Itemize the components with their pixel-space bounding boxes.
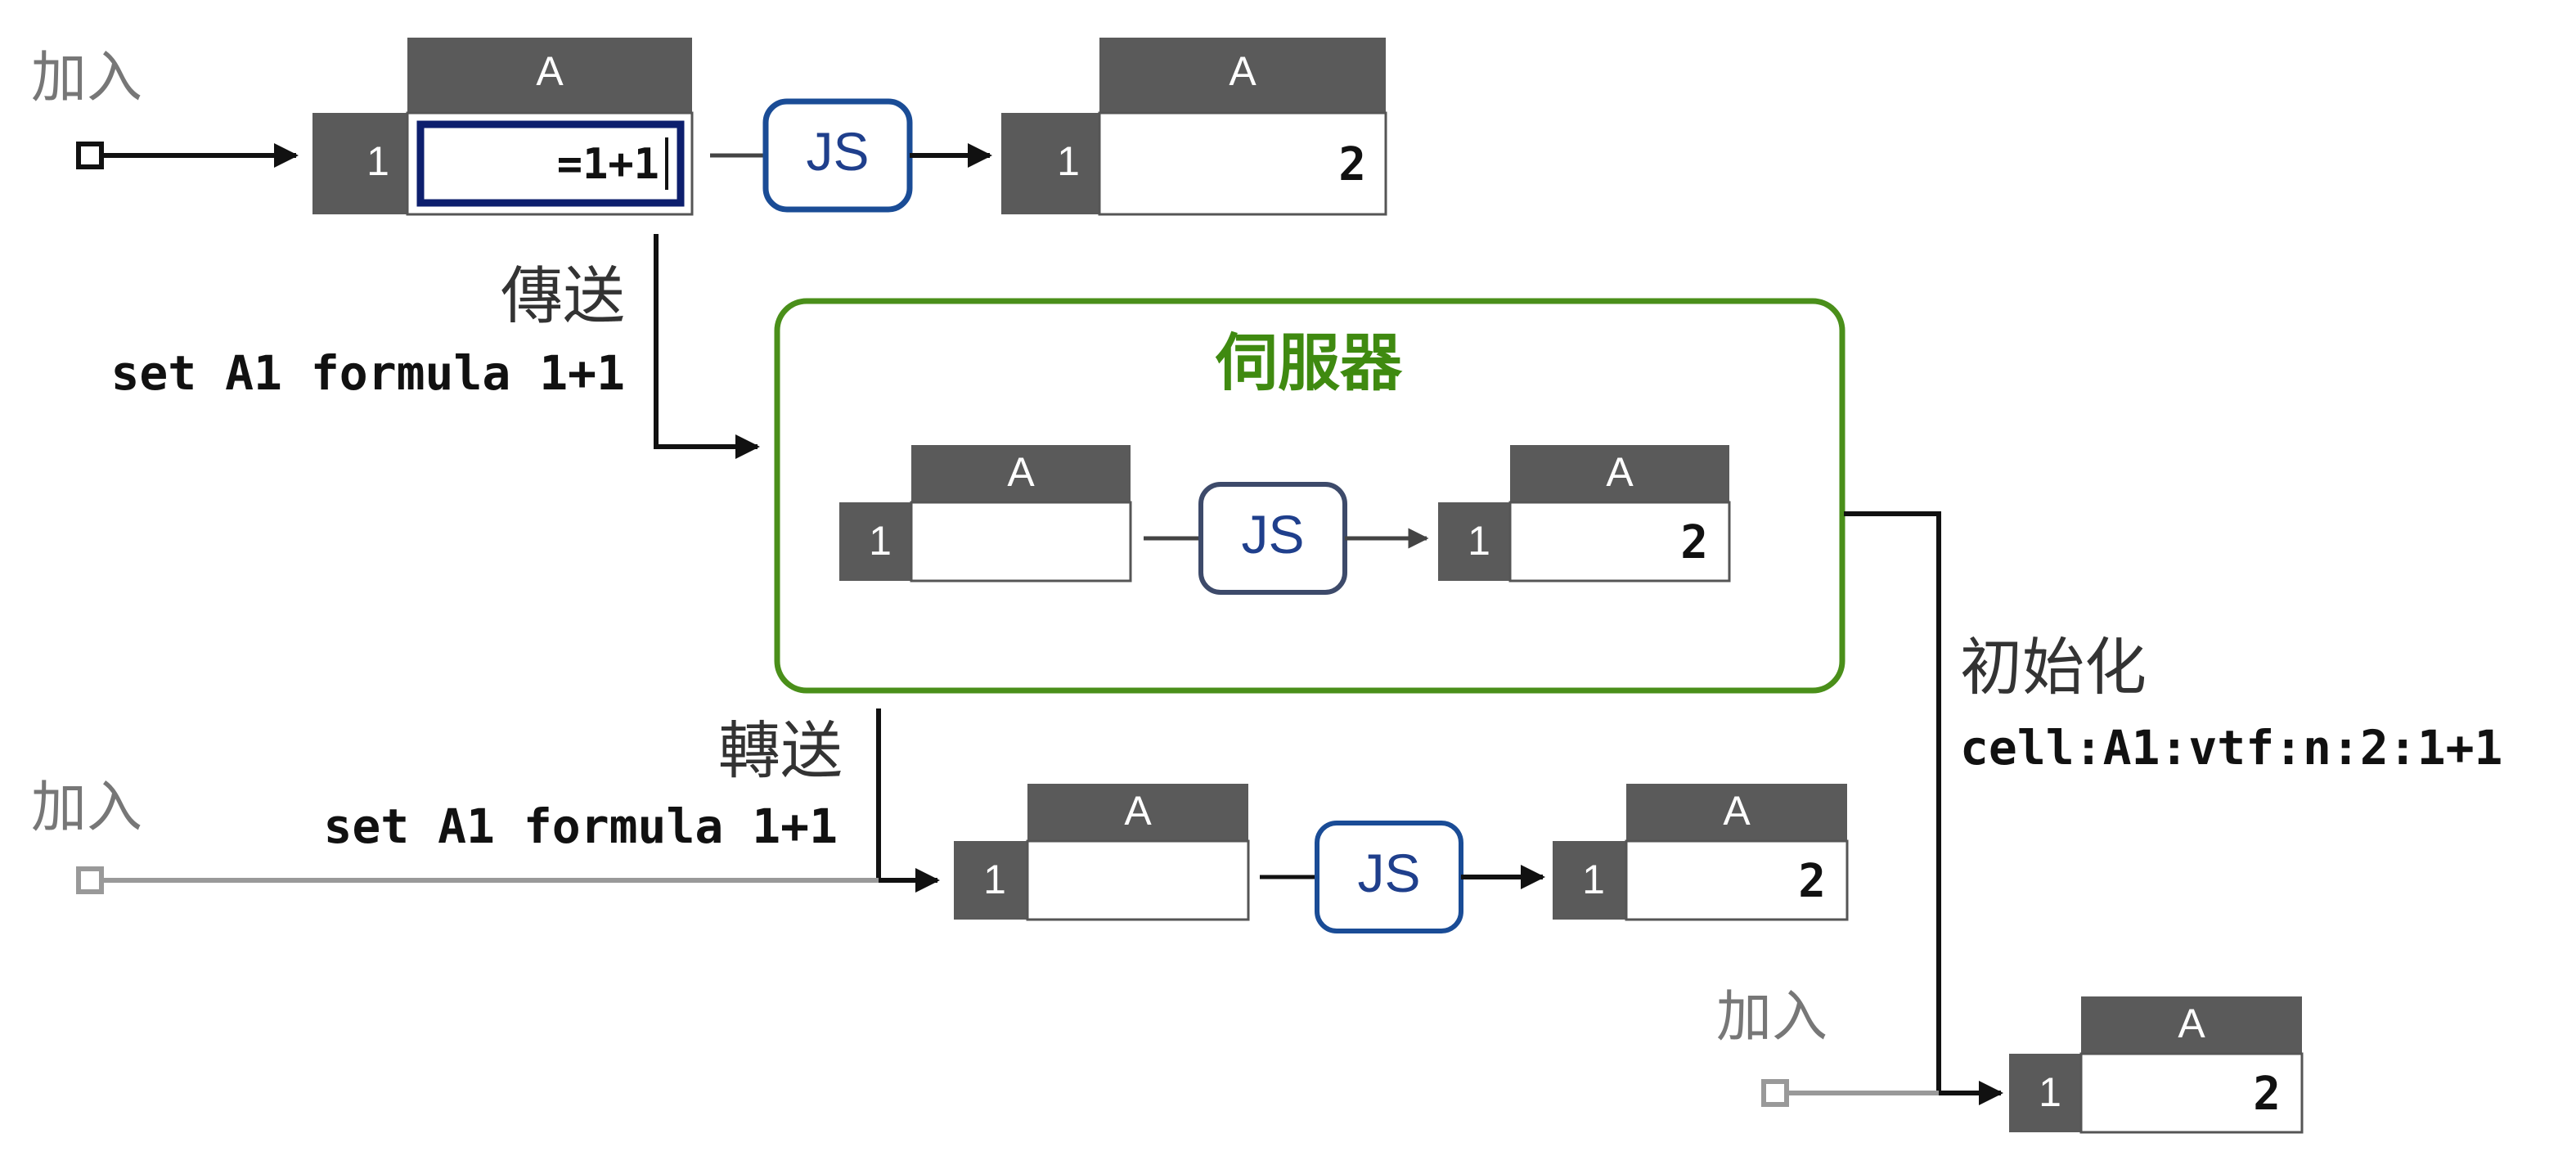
row-header-bg xyxy=(312,113,407,214)
column-header-label: A xyxy=(1007,449,1035,495)
forward-command: set A1 formula 1+1 xyxy=(323,798,838,854)
forwarded-sheet-result: A 1 2 xyxy=(1553,784,1849,921)
row-header-label: 1 xyxy=(1582,857,1605,902)
join-label-middle: 加入 xyxy=(31,776,142,840)
forward-label: 轉送 xyxy=(718,714,843,787)
cell-a1 xyxy=(2079,1052,2304,1134)
column-header-label: A xyxy=(1229,48,1257,94)
row-header-label: 1 xyxy=(1057,138,1080,184)
init-command: cell:A1:vtf:n:2:1+1 xyxy=(1960,720,2502,776)
cell-value: 2 xyxy=(1680,516,1708,569)
row-header-label: 1 xyxy=(1468,518,1490,564)
cell-a1 xyxy=(1098,111,1387,216)
column-header-bg xyxy=(1027,784,1248,841)
send-command: set A1 formula 1+1 xyxy=(110,345,625,401)
js-label-server: JS xyxy=(1241,504,1304,565)
js-engine-server: JS xyxy=(1198,482,1347,595)
forward-arrow xyxy=(876,708,940,893)
cell-edit-box[interactable] xyxy=(416,120,685,207)
server-title: 伺服器 xyxy=(1215,326,1403,399)
row-header-bg xyxy=(1553,841,1626,920)
column-header-label: A xyxy=(1723,788,1751,834)
cell-value: 2 xyxy=(1338,138,1366,191)
row-header-label: 1 xyxy=(366,138,389,184)
cell-a1 xyxy=(1625,839,1849,921)
row-header-bg xyxy=(2009,1054,2081,1132)
cell-value: 2 xyxy=(2253,1068,2281,1121)
row-header-bg xyxy=(1438,502,1510,581)
row-header-bg xyxy=(1001,113,1099,214)
column-header-bg xyxy=(2081,996,2302,1054)
server-sheet-result: A 1 2 xyxy=(1438,445,1731,582)
column-header-label: A xyxy=(536,48,564,94)
init-label: 初始化 xyxy=(1960,631,2147,704)
js-engine-top: JS xyxy=(762,98,913,213)
column-header-bg xyxy=(1626,784,1847,841)
join-node-bottom xyxy=(1761,1079,1789,1107)
join-node-top xyxy=(76,142,104,169)
column-header-label: A xyxy=(1606,449,1634,495)
server-sheet-input: A 1 xyxy=(839,445,1132,582)
formula-input-text[interactable]: =1+1 xyxy=(557,140,659,189)
cell-a1 xyxy=(910,501,1132,582)
join-node-middle xyxy=(76,866,104,894)
column-header-label: A xyxy=(2178,1001,2205,1046)
joined-sheet-result: A 1 2 xyxy=(2009,996,2304,1134)
row-header-label: 1 xyxy=(983,857,1006,902)
cell-a1 xyxy=(1026,839,1250,921)
send-label: 傳送 xyxy=(501,259,625,332)
row-header-label: 1 xyxy=(2039,1069,2061,1115)
column-header-bg xyxy=(407,38,692,113)
send-arrow xyxy=(654,234,760,459)
join-label-bottom: 加入 xyxy=(1716,985,1827,1050)
cell-a1 xyxy=(1508,501,1731,582)
js-label-top: JS xyxy=(806,121,869,182)
js-label-middle: JS xyxy=(1357,843,1420,903)
column-header-bg xyxy=(1099,38,1386,113)
row-header-bg xyxy=(954,841,1027,920)
cell-value: 2 xyxy=(1798,855,1826,908)
editing-sheet: A 1 =1+1 xyxy=(312,38,694,216)
result-sheet-top: A 1 2 xyxy=(1001,38,1387,216)
js-engine-middle: JS xyxy=(1315,821,1463,933)
row-header-bg xyxy=(839,502,911,581)
init-arrow xyxy=(1844,511,2003,1105)
column-header-label: A xyxy=(1124,788,1152,834)
column-header-bg xyxy=(1510,445,1729,502)
forwarded-sheet-input: A 1 xyxy=(954,784,1250,921)
column-header-bg xyxy=(911,445,1131,502)
server-box: 伺服器 A 1 JS A 1 2 xyxy=(774,298,1845,694)
join-label-top: 加入 xyxy=(31,46,142,110)
row-header-label: 1 xyxy=(869,518,892,564)
